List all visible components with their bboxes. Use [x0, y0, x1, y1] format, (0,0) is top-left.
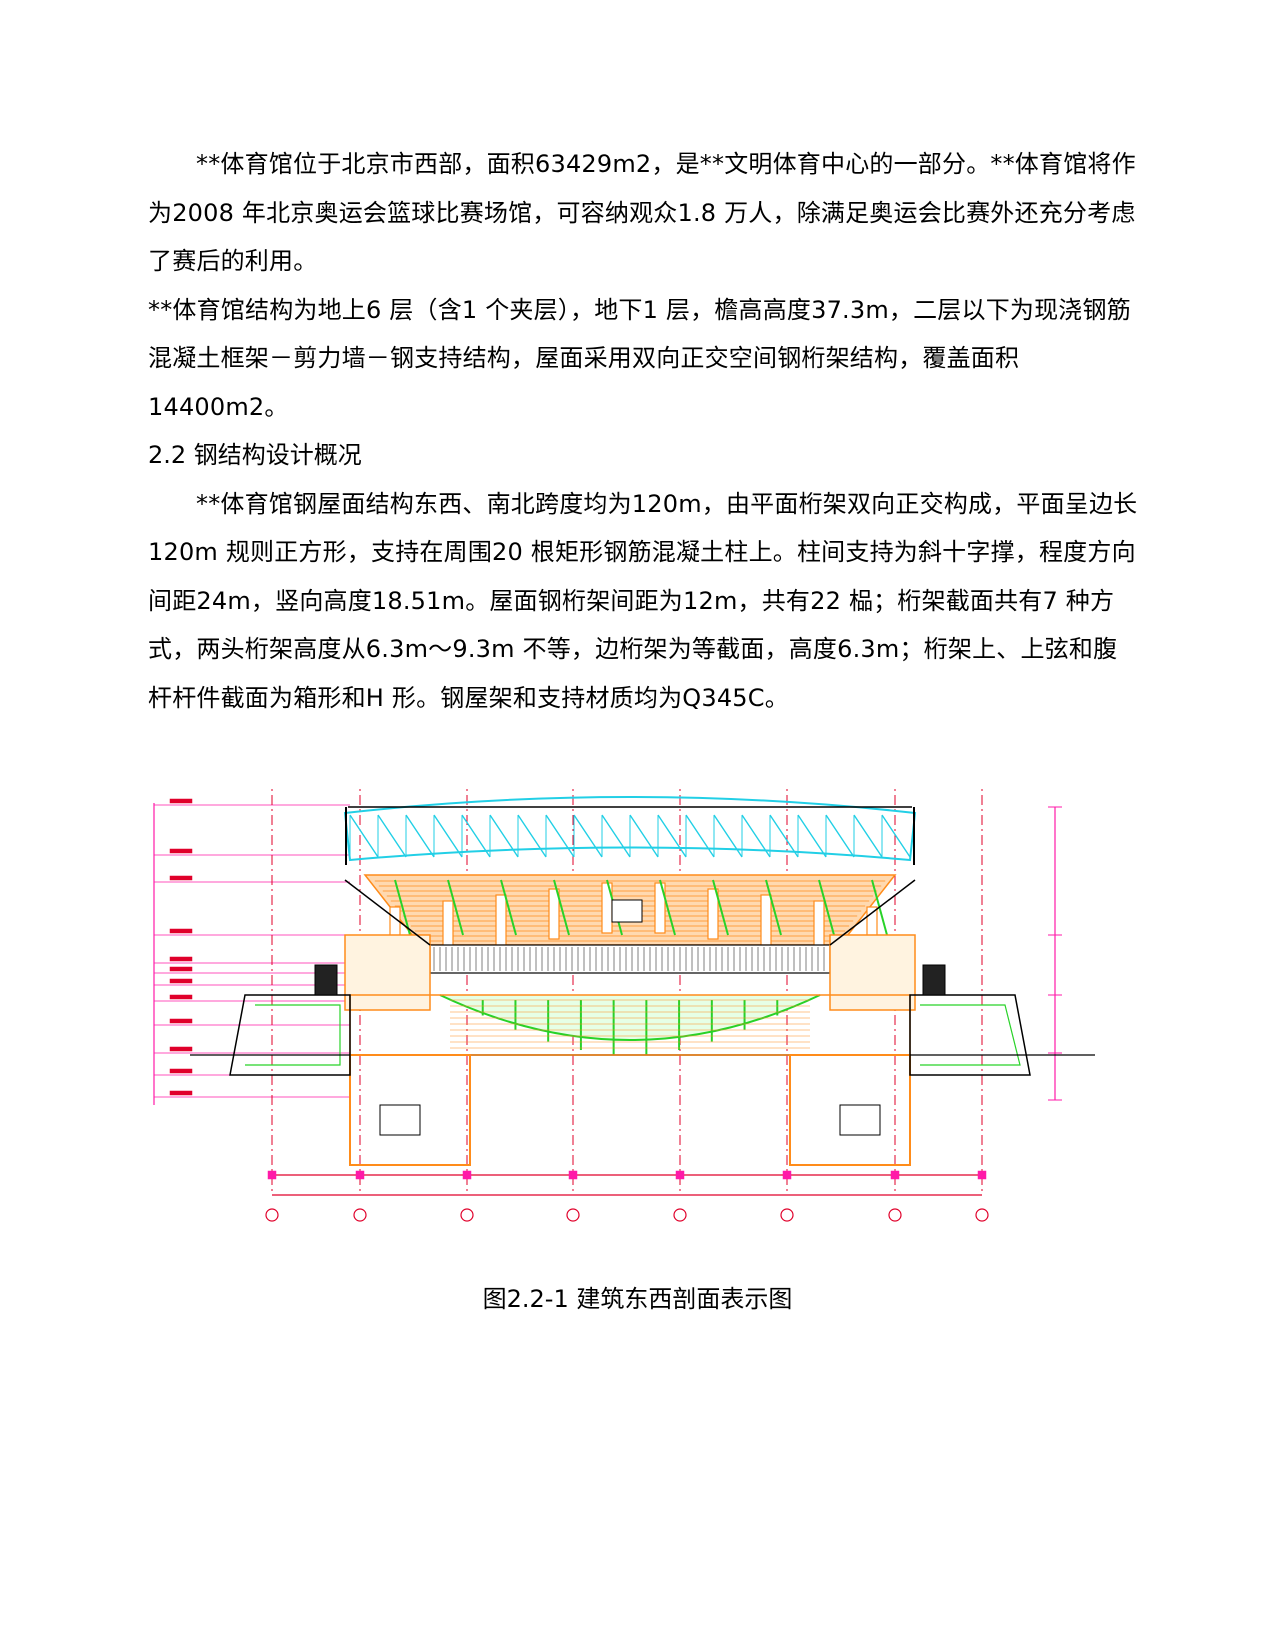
- upper-column-1: [442, 900, 454, 952]
- right-wing-green: [920, 1004, 1021, 1066]
- lower-seating-bowl: [439, 994, 821, 1041]
- axis-bubble-4: [673, 1208, 687, 1222]
- dim-mark-5: [782, 1170, 792, 1180]
- level-tag-6: [169, 978, 193, 984]
- truss-diagonal-11: [657, 814, 687, 858]
- left-wing-green: [245, 1004, 341, 1066]
- truss-diagonal-6: [517, 814, 547, 858]
- level-tag-5: [169, 966, 193, 972]
- level-tag-1: [169, 848, 193, 854]
- truss-diagonal-19: [881, 814, 911, 858]
- upper-column-2: [495, 894, 507, 946]
- truss-diagonal-13: [713, 814, 743, 858]
- truss-diagonal-10: [629, 814, 659, 858]
- cad-section-drawing: [153, 775, 1095, 1222]
- truss-diagonal-12: [685, 814, 715, 858]
- upper-brace-5: [659, 879, 676, 936]
- upper-brace-1: [447, 879, 464, 936]
- left-stand-block: [344, 934, 431, 1011]
- dim-mark-0: [267, 1170, 277, 1180]
- dim-mark-4: [675, 1170, 685, 1180]
- concourse-band: [429, 944, 831, 974]
- truss-diagonal-16: [797, 814, 827, 858]
- truss-diagonal-4: [461, 814, 491, 858]
- level-tag-11: [169, 1090, 193, 1096]
- section-drawing-figure: [150, 775, 1135, 1265]
- upper-brace-0: [394, 879, 411, 936]
- dim-mark-6: [890, 1170, 900, 1180]
- level-tag-9: [169, 1046, 193, 1052]
- level-tag-3: [169, 928, 193, 934]
- left-stand-stair: [344, 879, 431, 946]
- dim-mark-2: [462, 1170, 472, 1180]
- truss-diagonal-3: [433, 814, 463, 858]
- truss-diagonal-15: [769, 814, 799, 858]
- truss-diagonal-2: [405, 814, 435, 858]
- upper-brace-8: [818, 879, 835, 936]
- body-text: **体育馆位于北京市西部，面积63429m2，是**文明体育中心的一部分。**体…: [148, 140, 1138, 722]
- truss-diagonal-1: [377, 814, 407, 858]
- left-basement-room: [379, 1104, 421, 1136]
- left-wing: [229, 994, 351, 1076]
- upper-brace-2: [500, 879, 517, 936]
- paragraph-steel-design: **体育馆钢屋面结构东西、南北跨度均为120m，由平面桁架双向正交构成，平面呈边…: [148, 489, 1138, 712]
- dim-mark-1: [355, 1170, 365, 1180]
- truss-diagonal-9: [601, 814, 631, 858]
- axis-bubble-5: [780, 1208, 794, 1222]
- upper-column-7: [760, 894, 772, 946]
- truss-diagonal-5: [489, 814, 519, 858]
- right-vent-block: [922, 964, 946, 996]
- axis-bubble-3: [566, 1208, 580, 1222]
- axis-bubble-1: [353, 1208, 367, 1222]
- upper-column-3: [548, 888, 560, 940]
- right-wing: [909, 994, 1031, 1076]
- right-stand-block: [829, 934, 916, 1011]
- scoreboard: [611, 899, 643, 923]
- upper-brace-3: [553, 879, 570, 936]
- level-tag-2: [169, 875, 193, 881]
- axis-bubble-2: [460, 1208, 474, 1222]
- right-basement-room: [839, 1104, 881, 1136]
- axis-bubble-0: [265, 1208, 279, 1222]
- level-tag-0: [169, 798, 193, 804]
- truss-diagonal-18: [853, 814, 883, 858]
- level-tag-4: [169, 956, 193, 962]
- truss-diagonal-0: [349, 814, 379, 858]
- upper-column-8: [813, 900, 825, 952]
- figure-caption: 图2.2-1 建筑东西剖面表示图: [482, 1285, 793, 1313]
- left-vent-block: [314, 964, 338, 996]
- paragraph-overview: **体育馆位于北京市西部，面积63429m2，是**文明体育中心的一部分。**体…: [148, 150, 1136, 275]
- truss-diagonal-8: [573, 814, 603, 858]
- dim-mark-7: [977, 1170, 987, 1180]
- level-tag-7: [169, 994, 193, 1000]
- axis-bubble-6: [888, 1208, 902, 1222]
- axis-bubble-7: [975, 1208, 989, 1222]
- right-stand-stair: [829, 879, 916, 946]
- truss-diagonal-7: [545, 814, 575, 858]
- truss-diagonal-17: [825, 814, 855, 858]
- upper-column-6: [707, 888, 719, 940]
- paragraph-structure: **体育馆结构为地上6 层（含1 个夹层），地下1 层，檐高高度37.3m，二层…: [148, 295, 1131, 421]
- dim-mark-3: [568, 1170, 578, 1180]
- section-heading: 2.2 钢结构设计概况: [148, 441, 362, 469]
- truss-diagonal-14: [741, 814, 771, 858]
- upper-brace-7: [765, 879, 782, 936]
- level-tag-8: [169, 1018, 193, 1024]
- upper-brace-6: [712, 879, 729, 936]
- level-tag-10: [169, 1068, 193, 1074]
